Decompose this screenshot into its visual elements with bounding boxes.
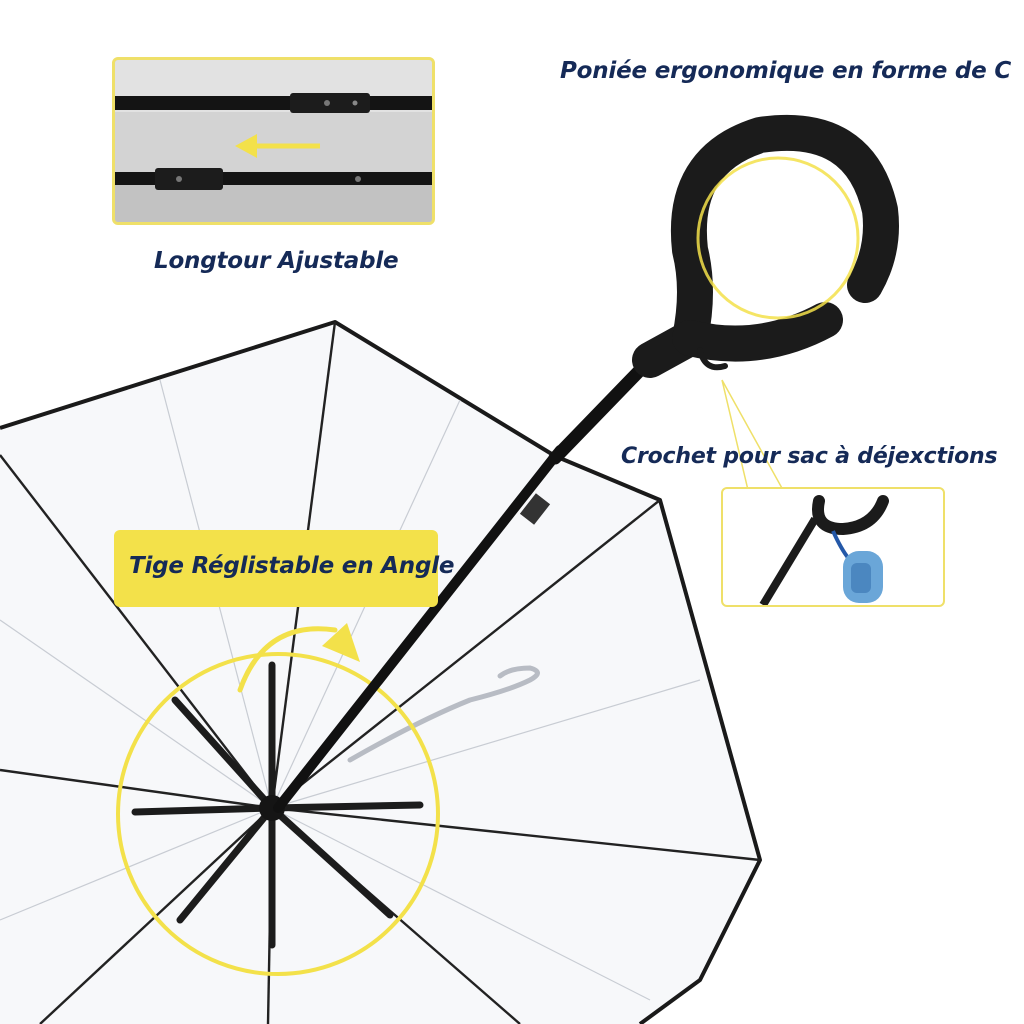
arrow-up-curved-head [322,623,360,662]
hook-inset-graphic [759,495,889,605]
bag-hook [697,347,728,371]
length-label: Longtour Ajustable [154,248,399,274]
hook-inset [721,487,945,607]
angle-highlight-circle [116,652,440,976]
handle-highlight-circle [696,156,860,320]
handle-label: Poniée ergonomique en forme de C [560,58,1012,84]
length-inset [112,57,435,225]
canopy-strap [347,665,540,763]
hook-callout-line [721,379,785,491]
angle-label: Tige Réglistable en Angle [129,553,455,579]
c-handle [632,114,899,378]
shaft-upper [548,358,652,465]
length-inset-graphic [115,60,432,222]
shaft-joint [519,493,551,525]
arrow-up-curved-icon [237,626,338,693]
umbrella-shaft [273,445,565,813]
hook-label: Crochet pour sac à déjexctions [621,444,998,469]
angle-banner [114,530,438,607]
hub-spokes [131,661,424,949]
c-handle-tip [672,302,843,362]
